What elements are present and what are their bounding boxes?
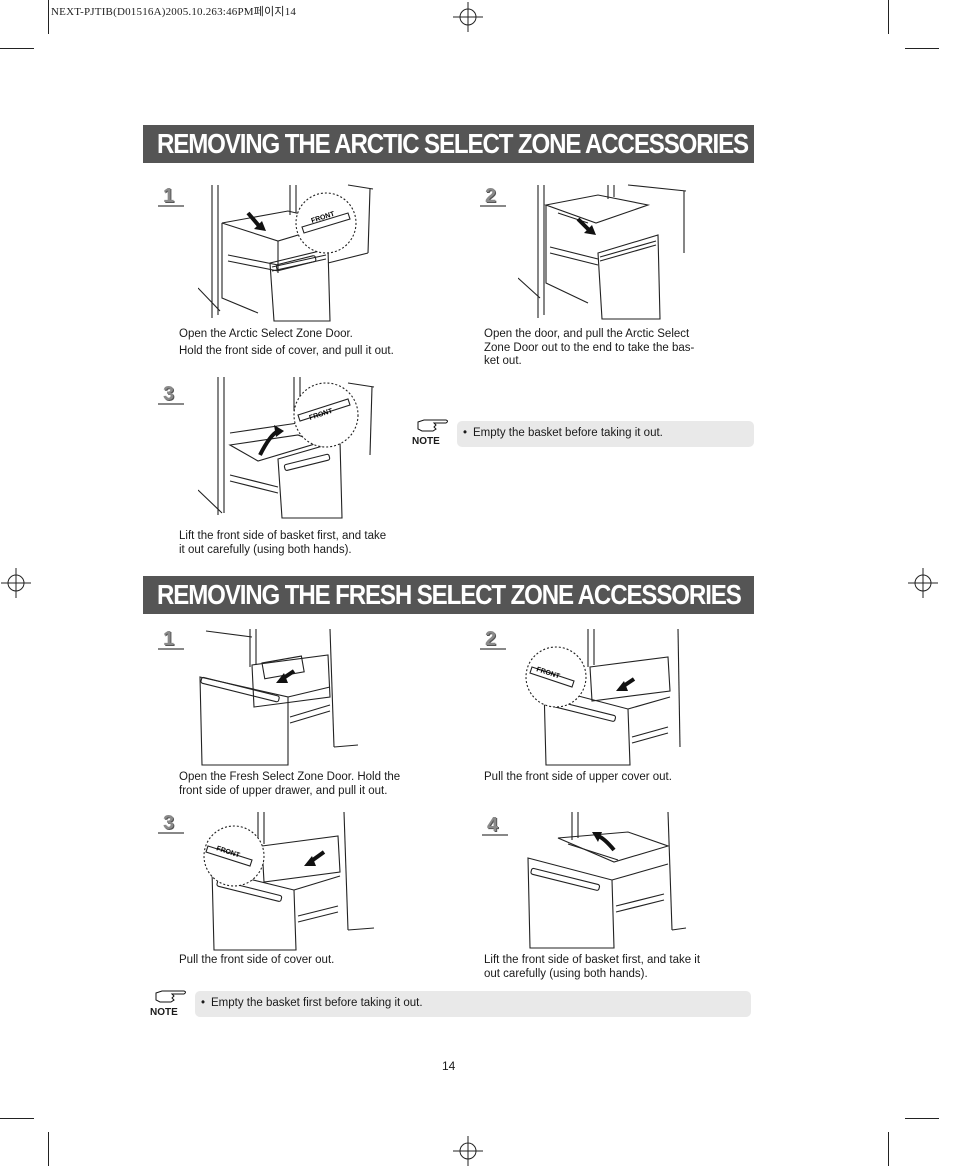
crop-mark [48,1132,49,1166]
step-caption: Open the door, and pull the Arctic Selec… [484,328,695,367]
registration-mark-icon [1,568,31,598]
section-title: REMOVING THE ARCTIC SELECT ZONE ACCESSOR… [157,128,749,159]
pointing-hand-icon [155,990,186,1003]
note-marker: NOTE [412,416,452,448]
note-box: • Empty the basket before taking it out. [457,421,754,447]
crop-mark [905,48,939,49]
step-caption: Lift the front side of basket first, and… [484,954,701,980]
step-illustration [518,184,687,320]
step-number-badge: 1 [158,628,184,650]
note-text: Empty the basket before taking it out. [473,427,663,439]
step-illustration: FRONT [525,628,681,766]
crop-mark [888,0,889,34]
step-illustration: FRONT [198,184,374,322]
pointing-hand-icon [417,419,448,432]
step-caption: Pull the front side of cover out. [179,954,335,966]
note-box: • Empty the basket first before taking i… [195,991,751,1017]
step-caption: Pull the front side of upper cover out. [484,771,672,783]
step-number-badge: 3 [158,383,184,405]
note-bullet: • [463,427,468,439]
section-title: REMOVING THE FRESH SELECT ZONE ACCESSORI… [157,579,742,610]
section-banner: REMOVING THE ARCTIC SELECT ZONE ACCESSOR… [143,125,754,163]
step-number-badge: 2 [480,185,506,207]
step-illustration: FRONT [198,377,375,519]
step-number-badge: 1 [158,185,184,207]
note-marker: NOTE [150,987,190,1019]
note-text: Empty the basket first before taking it … [211,997,423,1009]
page-number: 14 [442,1059,456,1073]
step-caption: Open the Fresh Select Zone Door. Hold th… [179,771,401,797]
crop-mark [905,1118,939,1119]
step-caption: Lift the front side of basket first, and… [179,530,387,556]
step-number-badge: 3 [158,812,184,834]
step-number-badge: 4 [482,814,508,836]
print-header: NEXT-PJTIB(D01516A)2005.10.263:46PM페이지14 [51,6,297,18]
step-illustration [199,628,358,766]
note-bullet: • [201,997,206,1009]
crop-mark [0,48,34,49]
crop-mark [0,1118,34,1119]
section-banner: REMOVING THE FRESH SELECT ZONE ACCESSORI… [143,576,754,614]
step-number-badge: 2 [480,628,506,650]
registration-mark-icon [453,1136,483,1166]
registration-mark-icon [908,568,938,598]
crop-mark [888,1132,889,1166]
step-caption: Open the Arctic Select Zone Door. Hold t… [179,328,394,357]
step-illustration: FRONT [203,811,375,951]
registration-mark-icon [453,2,483,32]
crop-mark [48,0,49,34]
step-illustration [527,811,687,949]
